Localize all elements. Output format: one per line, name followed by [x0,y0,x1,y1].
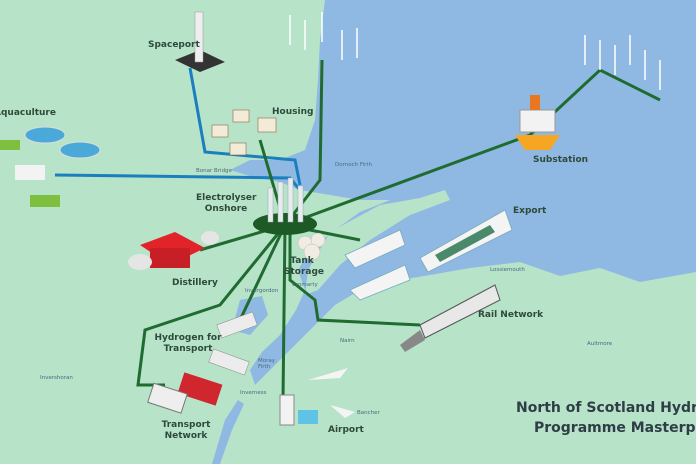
wind-turbine-icons [289,12,661,90]
sea [230,0,696,385]
airport-icon [279,368,355,426]
train-icon [400,284,501,352]
spaceport-icon [175,11,225,72]
substation-icon [515,95,560,150]
place-lossiemouth: Lossiemouth [490,267,525,273]
label-hydrogen-for-transport: Hydrogen for Transport [154,333,222,354]
loch-ness [212,400,244,464]
label-substation: Substation [533,155,589,165]
place-bancher: Bancher [357,410,380,416]
place-dornoch-firth: Dornoch Firth [335,162,373,168]
electrolyser-icon [267,177,304,223]
label-tank-storage: Tank Storage [284,256,325,277]
peninsula [305,190,450,295]
place-aultmore: Aultmore [587,341,613,347]
place-inverness: Inverness [240,390,267,396]
electrolyser-hub [253,213,317,235]
label-spaceport: Spaceport [148,40,200,50]
label-aquaculture: Aquaculture [0,108,56,118]
place-invergordon: Invergordon [245,288,279,294]
bus-icons [147,372,223,414]
tank-storage-icon [297,232,326,261]
label-housing: Housing [272,107,314,117]
place-invershoran: Invershoran [40,375,73,381]
label-transport-network: Transport Network [161,420,211,441]
distillery-icon [128,231,219,270]
ship-icons [344,209,513,301]
place-bonar-bridge: Bonar Bridge [196,168,232,174]
label-export: Export [513,206,547,216]
place-moray-firth: Moray Firth [258,358,275,370]
aquaculture-icon [0,126,101,207]
hydrogen-truck-icons [208,311,258,376]
place-cromarty: Cromarty [292,282,318,288]
map-title-line2: Programme Masterp [534,420,696,436]
map-title-line1: North of Scotland Hydrog [516,400,696,416]
housing-icon [211,109,277,156]
label-rail-network: Rail Network [478,310,544,320]
label-distillery: Distillery [172,278,218,288]
place-nairn: Nairn [340,338,355,344]
label-airport: Airport [328,425,364,435]
label-electrolyser: Electrolyser Onshore [196,193,257,214]
